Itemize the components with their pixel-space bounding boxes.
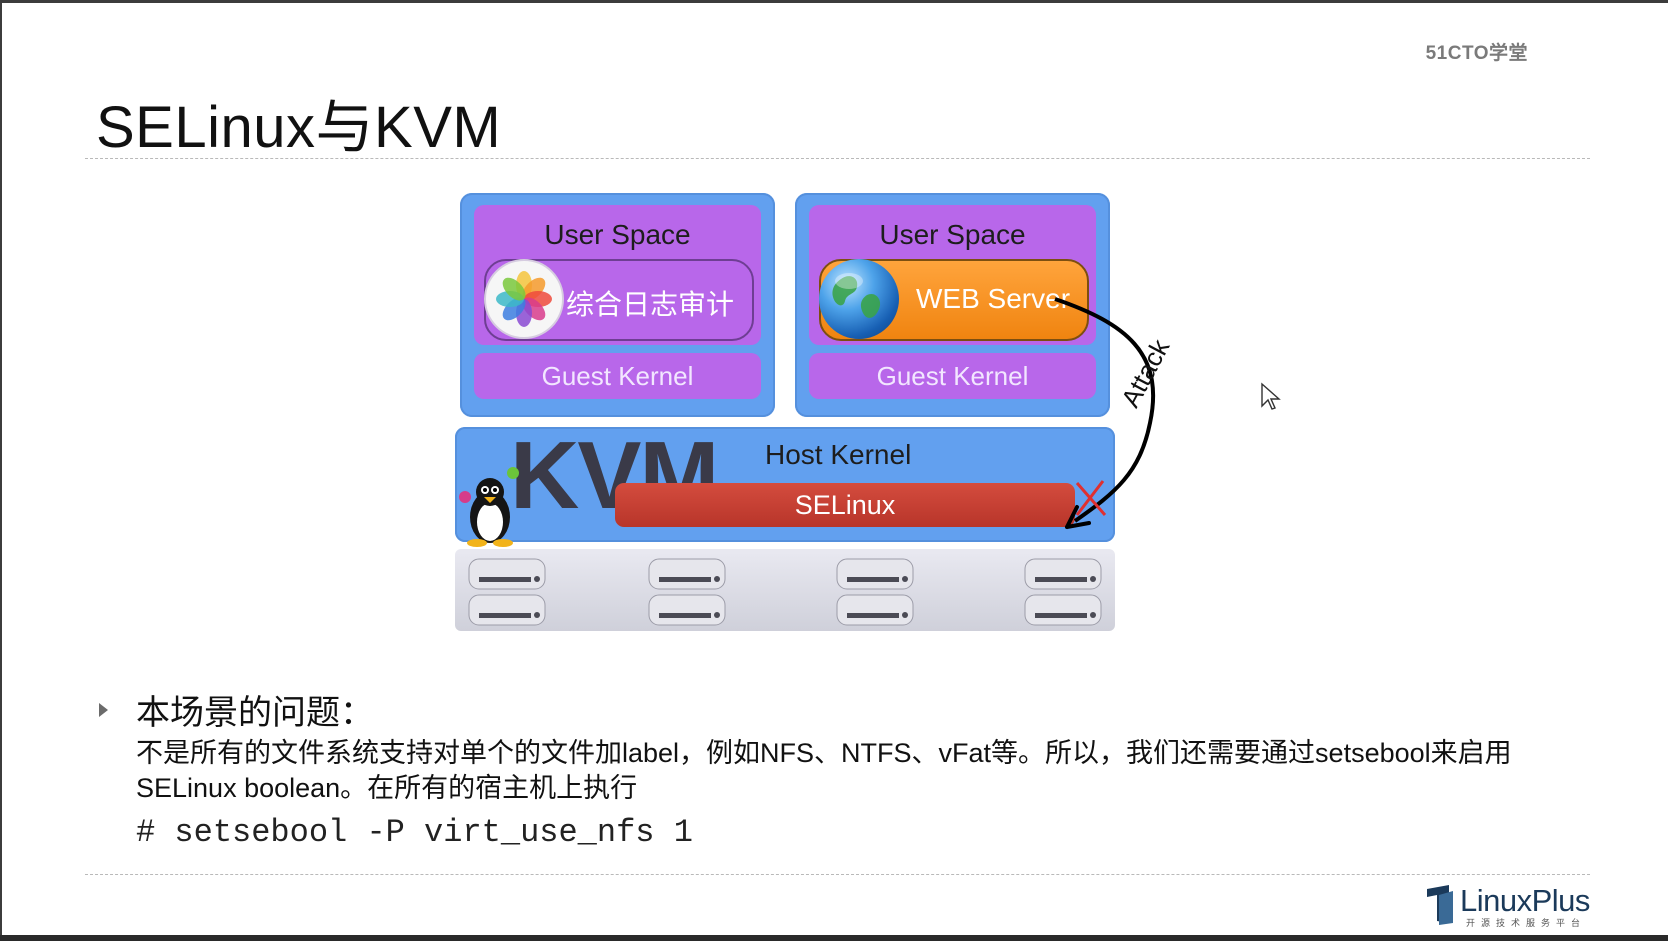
web-server-label: WEB Server (916, 283, 1071, 314)
footer-divider (85, 874, 1590, 875)
globe-icon (819, 259, 899, 339)
slide-title: SELinux与KVM (96, 95, 502, 160)
server-icon (465, 553, 549, 629)
host-kernel-box: KVM Host Kernel SELinux (455, 422, 1115, 547)
architecture-diagram: User Space (455, 193, 1215, 638)
guest-vm-web: User Space WEB Server Guest Kernel (795, 193, 1110, 417)
window-left-edge (0, 0, 2, 941)
title-divider (85, 158, 1590, 159)
web-server-app: WEB Server (819, 259, 1089, 341)
hardware-servers (455, 549, 1115, 631)
blocked-x-icon (1075, 480, 1107, 516)
linuxplus-logo-icon (1427, 885, 1453, 925)
log-audit-app: 综合日志审计 (484, 259, 754, 341)
bullet-arrow-icon (99, 703, 108, 717)
photos-flower-icon (484, 259, 564, 339)
server-icon (833, 553, 917, 629)
guest-vm-log-audit: User Space (460, 193, 775, 417)
linuxplus-logo-text: LinuxPlus (1460, 883, 1590, 918)
server-icon (645, 553, 729, 629)
attack-arrow (1054, 297, 1156, 529)
server-icon (1021, 553, 1105, 629)
user-space-label: User Space (544, 219, 691, 250)
guest-kernel: Guest Kernel (474, 353, 761, 399)
window-top-edge (0, 0, 1668, 3)
brand-watermark: 51CTO学堂 (1425, 43, 1528, 64)
user-space-box: User Space WEB Server (809, 205, 1096, 345)
log-audit-label: 综合日志审计 (566, 289, 735, 320)
window-bottom-edge (0, 935, 1668, 941)
selinux-layer: SELinux (615, 483, 1075, 527)
command-line: # setsebool -P virt_use_nfs 1 (136, 814, 693, 851)
linuxplus-logo-subtext: 开源技术服务平台 (1466, 919, 1587, 929)
section-paragraph: 不是所有的文件系统支持对单个的文件加label，例如NFS、NTFS、vFat等… (136, 738, 1512, 803)
mouse-cursor-icon (1261, 382, 1281, 410)
section-heading: 本场景的问题： (136, 694, 374, 732)
user-space-box: User Space (474, 205, 761, 345)
user-space-label: User Space (879, 219, 1026, 250)
host-kernel-label: Host Kernel (765, 439, 912, 470)
tux-penguin-icon (455, 449, 525, 547)
guest-kernel: Guest Kernel (809, 353, 1096, 399)
